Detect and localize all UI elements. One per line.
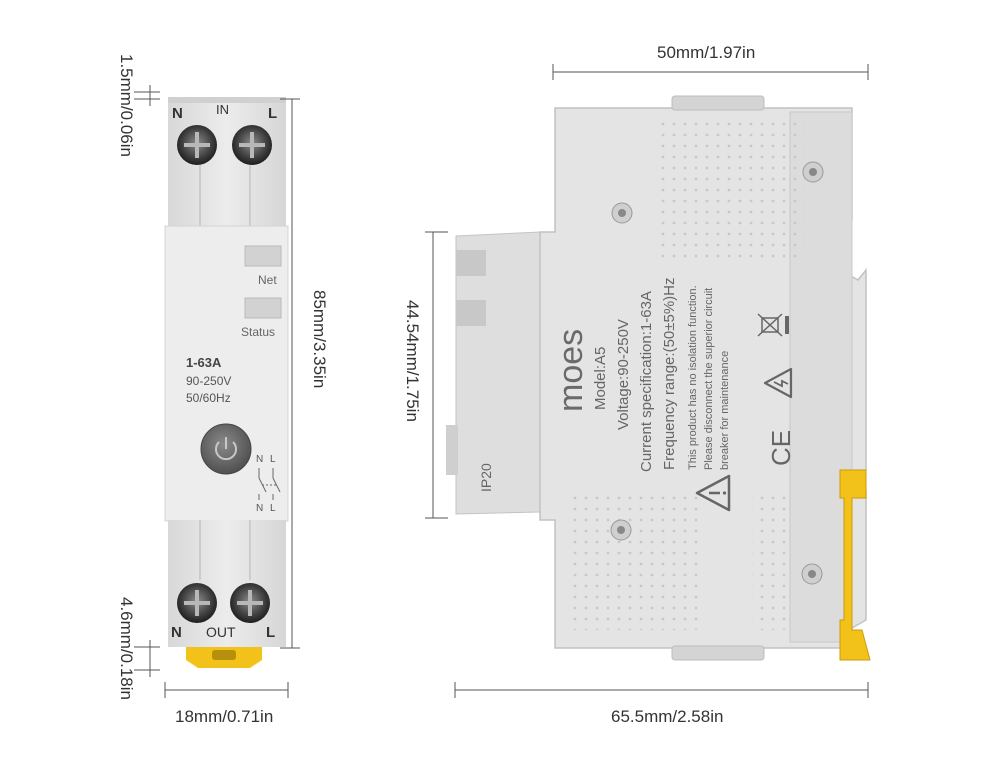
housing-screw-2 <box>802 161 824 183</box>
side-view: moes Model:A5 Voltage:90-250V Current sp… <box>446 95 871 661</box>
notice-line-1: This product has no isolation function. <box>687 285 699 470</box>
side-dimension-lines <box>425 64 869 698</box>
frequency-text: 50/60Hz <box>186 391 231 405</box>
warning-triangle-icon <box>695 474 731 512</box>
schematic-n-top: N <box>256 454 263 465</box>
terminal-screw-out-l <box>230 583 270 623</box>
terminal-screw-in-l <box>232 125 272 165</box>
front-dimension-lines <box>134 85 300 698</box>
dim-side-height: 44.54mm/1.75in <box>403 300 422 422</box>
dim-bottom-gap: 4.6mm/0.18in <box>117 597 136 700</box>
dim-height: 85mm/3.35in <box>310 290 329 388</box>
current-spec-text: Current specification:1-63A <box>638 291 655 472</box>
ce-mark: CE <box>766 430 796 466</box>
front-label-in: IN <box>216 102 229 117</box>
front-label-n-top: N <box>172 105 183 122</box>
ip-rating: IP20 <box>478 463 494 492</box>
front-label-n-bottom: N <box>171 624 182 641</box>
power-button[interactable] <box>200 423 252 475</box>
rating-text: 1-63A <box>186 355 222 370</box>
terminal-screw-in-n <box>177 125 217 165</box>
front-label-l-bottom: L <box>266 624 275 641</box>
terminal-screw-out-n <box>177 583 217 623</box>
net-indicator <box>244 245 282 267</box>
front-label-l-top: L <box>268 105 277 122</box>
dim-top-gap: 1.5mm/0.06in <box>117 54 136 157</box>
status-indicator <box>244 297 282 319</box>
housing-screw-1 <box>611 202 633 224</box>
electric-shock-icon <box>763 367 793 399</box>
crossed-bin-icon <box>757 313 789 337</box>
switch-schematic: N L N L <box>256 454 281 514</box>
dim-side-width-bottom: 65.5mm/2.58in <box>611 707 723 726</box>
dim-side-width-top: 50mm/1.97in <box>657 43 755 62</box>
status-indicator-label: Status <box>241 325 275 339</box>
front-bottom-block <box>168 520 286 647</box>
model-text: Model:A5 <box>592 347 609 410</box>
voltage-text: 90-250V <box>186 374 231 388</box>
housing-screw-4 <box>801 563 823 585</box>
dim-front-width: 18mm/0.71in <box>175 707 273 726</box>
schematic-l-bottom: L <box>270 503 276 514</box>
front-label-out: OUT <box>206 624 236 640</box>
frequency-spec-text: Frequency range:(50±5%)Hz <box>661 278 678 471</box>
notice-line-2: Please disconnect the superior circuit <box>703 288 715 470</box>
front-view: N IN L Net Status 1-63A 90-250V 50/60Hz … <box>164 97 289 668</box>
side-din-clip <box>839 469 871 661</box>
schematic-n-bottom: N <box>256 503 263 514</box>
net-indicator-label: Net <box>258 273 277 287</box>
power-icon <box>215 437 237 461</box>
brand-logo: moes <box>552 329 590 412</box>
notice-line-3: breaker for maintenance <box>719 351 731 470</box>
schematic-l-top: L <box>270 454 276 465</box>
housing-screw-3 <box>610 519 632 541</box>
voltage-spec-text: Voltage:90-250V <box>615 319 632 430</box>
